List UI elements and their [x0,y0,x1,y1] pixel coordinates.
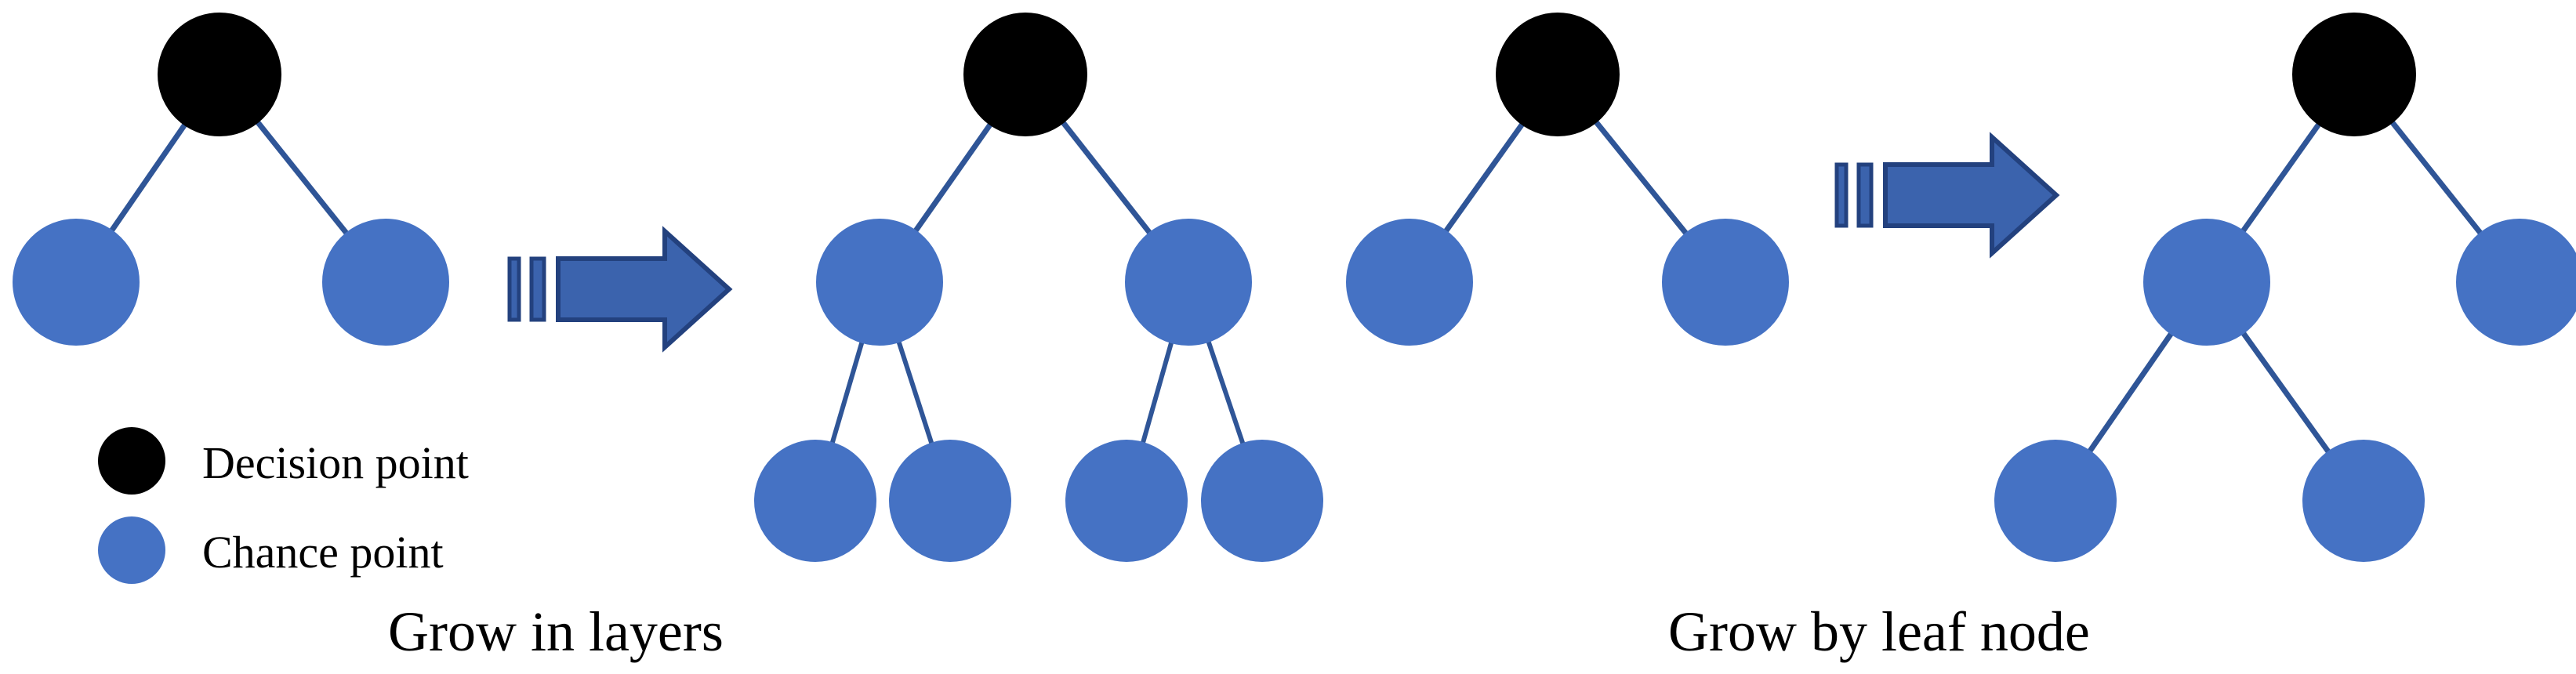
chance-node[interactable] [2143,219,2270,346]
chance-node[interactable] [889,440,1011,562]
chance-node[interactable] [1201,440,1323,562]
chance-node[interactable] [13,219,140,346]
chance-node[interactable] [1994,440,2117,562]
chance-node[interactable] [1125,219,1252,346]
caption-grow-by-leaf-node: Grow by leaf node [1668,600,2090,663]
chance-node[interactable] [816,219,943,346]
arrow-body [1883,132,2060,259]
tree-edges [2053,72,2522,503]
chance-node[interactable] [1346,219,1473,346]
legend-decision-point-icon [98,427,165,495]
arrow-tail-stripe-2 [1856,162,1874,228]
caption-grow-in-layers: Grow in layers [388,600,724,663]
arrow-tail-stripe-1 [507,256,521,322]
chance-node[interactable] [754,440,876,562]
chance-node[interactable] [2302,440,2425,562]
chance-node[interactable] [322,219,449,346]
arrow-tail-stripe-1 [1834,162,1849,228]
legend-decision-point-label: Decision point [202,437,469,488]
chance-node[interactable] [2456,219,2576,346]
chance-node[interactable] [1065,440,1188,562]
tree-layers-after [754,13,1323,562]
decision-node[interactable] [1496,13,1620,136]
legend [98,427,165,584]
tree-leaf-before [1346,13,1789,346]
grow-by-leaf-node-arrow[interactable] [1834,132,2060,259]
legend-chance-point-icon [98,516,165,584]
grow-in-layers-arrow[interactable] [507,226,733,353]
decision-node[interactable] [963,13,1087,136]
tree-layers-before [13,13,449,346]
arrow-body [556,226,733,353]
chance-node[interactable] [1662,219,1789,346]
legend-chance-point-label: Chance point [202,527,444,578]
tree-leaf-after [1994,13,2576,562]
decision-node[interactable] [158,13,281,136]
decision-node[interactable] [2292,13,2416,136]
arrow-tail-stripe-2 [529,256,546,322]
